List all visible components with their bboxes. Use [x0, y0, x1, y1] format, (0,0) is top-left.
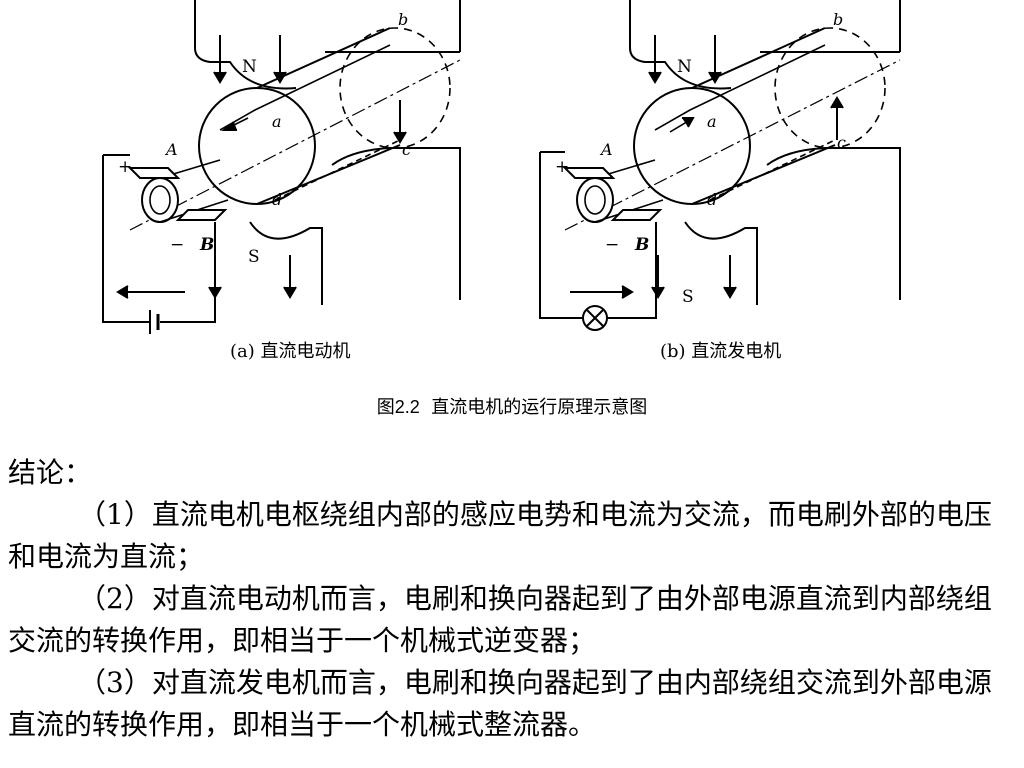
conclusion-item-1: （1）直流电机电枢绕组内部的感应电势和电流为交流，而电刷外部的电压和电流为直流；	[8, 498, 992, 573]
conclusion-title: 结论：	[8, 456, 93, 489]
label-c-conductor: c	[402, 140, 411, 159]
panel-b-labels: N S a b c d A B + − (b) 直流发电机	[555, 10, 846, 362]
label-a-conductor: a	[707, 112, 717, 131]
brush-b	[175, 209, 228, 221]
lamp-icon	[582, 305, 608, 331]
label-brush-a: A	[599, 140, 613, 159]
conclusion-item-2: （2）对直流电动机而言，电刷和换向器起到了由外部电源直流到内部绕组交流的转换作用…	[8, 582, 992, 657]
panel-b-generator-diagram	[539, 0, 901, 331]
label-c-conductor: c	[837, 133, 846, 152]
label-d-conductor: d	[707, 190, 717, 209]
label-plus: +	[118, 157, 132, 177]
label-s: S	[248, 247, 260, 267]
caption-text: 直流电机的运行原理示意图	[431, 397, 648, 418]
panel-b-caption: (b) 直流发电机	[660, 341, 781, 362]
commutator	[576, 177, 614, 223]
panel-a-labels: N S a b c d A B + − (a) 直流电动机	[118, 10, 411, 362]
label-d-conductor: d	[272, 190, 282, 209]
label-brush-a: A	[164, 140, 178, 159]
label-plus: +	[555, 157, 569, 177]
label-n: N	[677, 57, 692, 77]
label-minus: −	[605, 235, 619, 255]
caption-number: 2.2	[394, 397, 420, 417]
label-brush-b: B	[634, 235, 649, 255]
label-minus: −	[170, 235, 184, 255]
label-b-conductor: b	[833, 10, 843, 29]
label-b-conductor: b	[398, 10, 408, 29]
commutator	[141, 177, 179, 223]
label-s: S	[682, 287, 694, 307]
conclusion-item-3: （3）对直流发电机而言，电刷和换向器起到了由内部绕组交流到外部电源直流的转换作用…	[8, 666, 992, 741]
brush-a	[127, 167, 181, 179]
conclusion-section: 结论： （1）直流电机电枢绕组内部的感应电势和电流为交流，而电刷外部的电压和电流…	[8, 452, 1008, 746]
battery-icon	[149, 310, 160, 334]
caption-prefix: 图	[376, 397, 395, 418]
label-brush-b: B	[199, 235, 214, 255]
pole-s-bottom	[249, 221, 323, 305]
panel-a-motor-diagram	[102, 0, 461, 334]
label-n: N	[242, 57, 257, 77]
panel-a-caption: (a) 直流电动机	[230, 341, 351, 362]
label-a-conductor: a	[272, 112, 282, 131]
brush-a	[562, 167, 616, 179]
figure-dc-machine-principle: N S a b c d A B + − (a) 直流电动机	[100, 0, 917, 365]
figure-caption: 图2.2 直流电机的运行原理示意图	[0, 393, 1024, 419]
brush-b	[610, 209, 663, 221]
